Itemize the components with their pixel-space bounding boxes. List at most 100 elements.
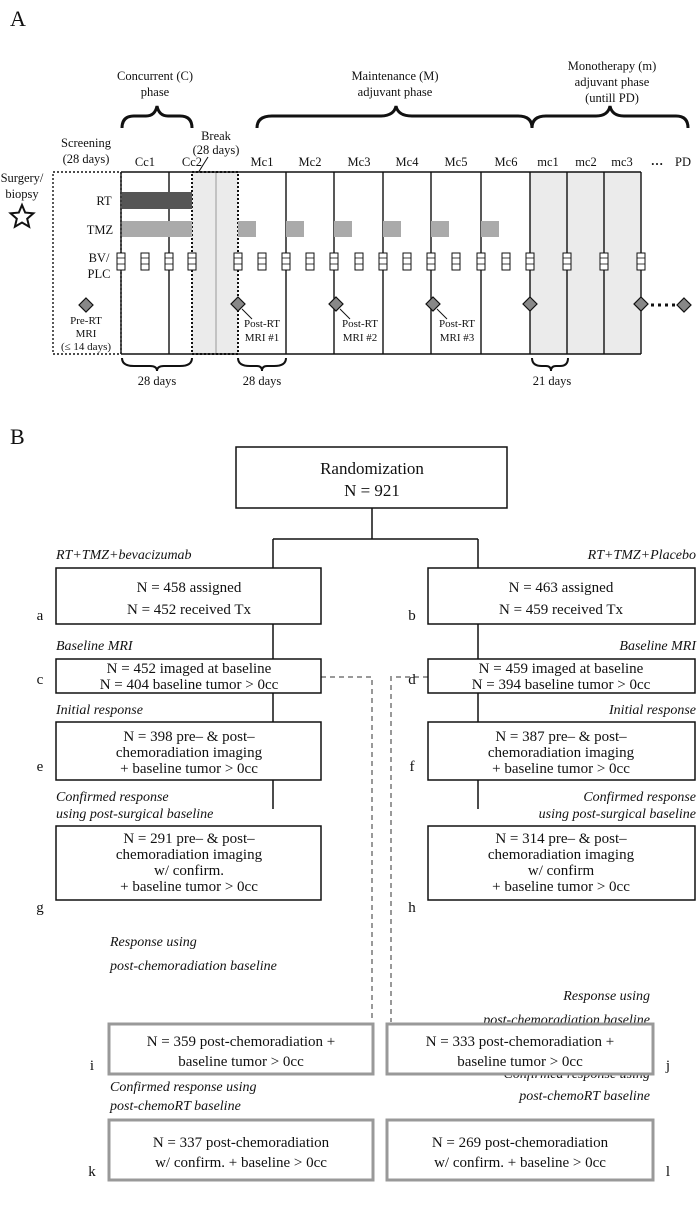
brace-concurrent (120, 105, 194, 129)
screening-line2: (28 days) (63, 152, 110, 166)
mri-mc1-diamond (522, 296, 538, 312)
box-h-line1: N = 314 pre– & post– (495, 831, 627, 847)
cycle-label-mc1: Mc1 (251, 155, 274, 169)
surgery-line1: Surgery/ (1, 171, 44, 185)
break-shade (192, 172, 238, 354)
box-e-line2: chemoradiation imaging (116, 745, 263, 761)
post-rt-mri-2-line1: Post-RT (342, 318, 378, 330)
cycle-label-cc2: Cc2 (182, 155, 202, 169)
arm-left-label: RT+TMZ+bevacizumab (55, 548, 192, 563)
tmz-bar-mc4 (383, 221, 401, 237)
box-l-letter: l (666, 1164, 670, 1180)
vial-icon (476, 252, 486, 271)
box-l-line2: w/ confirm. + baseline > 0cc (434, 1155, 606, 1171)
cycle-label-mc3: mc3 (611, 155, 633, 169)
box-c-line2: N = 404 baseline tumor > 0cc (100, 677, 279, 693)
box-b-line2: N = 459 received Tx (499, 602, 623, 618)
row-rt: RT (96, 194, 112, 208)
duration-brace-1 (121, 357, 193, 372)
vial-icon (426, 252, 436, 271)
tmz-bars (238, 221, 499, 237)
pd-label: PD (675, 155, 691, 169)
randomization-title: Randomization (320, 459, 424, 478)
box-a (55, 567, 322, 625)
duration-label-1: 28 days (138, 374, 177, 388)
phase-maintenance-line2: adjuvant phase (358, 85, 433, 99)
box-d-letter: d (408, 672, 416, 688)
vial-icon (451, 252, 461, 271)
box-d-line2: N = 394 baseline tumor > 0cc (472, 677, 651, 693)
tmz-bar-mc1 (238, 221, 256, 237)
post-rt-mri-1-line1: Post-RT (244, 318, 280, 330)
vial-icon (305, 252, 315, 271)
post-rt-mri-3-pointer (436, 308, 448, 320)
vial-icon (140, 252, 150, 271)
phase-maintenance-line1: Maintenance (M) (351, 69, 438, 83)
mri-pd-diamond (676, 297, 692, 313)
screening-box (52, 171, 122, 355)
box-e-line1: N = 398 pre– & post– (123, 729, 255, 745)
flow-connectors (272, 508, 479, 809)
vial-icon (378, 252, 388, 271)
tmz-bar-mc3 (334, 221, 352, 237)
mri-mc3-diamond (633, 296, 649, 312)
baseline-mri-left: Baseline MRI (56, 639, 134, 654)
box-b-letter: b (408, 608, 416, 624)
tmz-bar-concurrent (122, 221, 192, 237)
duration-brace-2 (237, 357, 287, 372)
box-k-line1: N = 337 post-chemoradiation (153, 1135, 330, 1151)
box-b-line1: N = 463 assigned (509, 580, 614, 596)
post-rt-mri-3-line1: Post-RT (439, 318, 475, 330)
phase-monotherapy-line2: adjuvant phase (575, 75, 650, 89)
surgery-line2: biopsy (5, 187, 39, 201)
confirmed-chemo-right-line2: post-chemoRT baseline (518, 1089, 650, 1104)
box-i-line2: baseline tumor > 0cc (178, 1054, 304, 1070)
cycle-label-mc6: Mc6 (495, 155, 518, 169)
box-f-line2: chemoradiation imaging (488, 745, 635, 761)
box-g-line4: + baseline tumor > 0cc (120, 879, 258, 895)
box-f-letter: f (410, 759, 415, 775)
duration-label-3: 21 days (533, 374, 572, 388)
post-rt-mri-2-line2: MRI #2 (343, 332, 378, 344)
box-i (107, 1022, 375, 1076)
post-rt-mri-3-diamond (425, 296, 441, 312)
box-k-letter: k (88, 1164, 96, 1180)
box-e-line3: + baseline tumor > 0cc (120, 761, 258, 777)
cycle-label-mc2: mc2 (575, 155, 597, 169)
panel-a-label: A (10, 6, 26, 31)
box-c-line1: N = 452 imaged at baseline (107, 661, 272, 677)
box-g-line1: N = 291 pre– & post– (123, 831, 255, 847)
box-g-letter: g (36, 900, 44, 916)
cycle-label-mc2: Mc2 (299, 155, 322, 169)
box-g-line3: w/ confirm. (154, 863, 224, 879)
box-f-line3: + baseline tumor > 0cc (492, 761, 630, 777)
row-tmz: TMZ (87, 223, 113, 237)
box-g-line2: chemoradiation imaging (116, 847, 263, 863)
vial-icon (599, 252, 609, 271)
randomization-n: N = 921 (344, 481, 400, 500)
box-j (385, 1022, 655, 1076)
mc2-shade (567, 172, 604, 354)
vial-icon (164, 252, 174, 271)
row-bv-line1: BV/ (89, 251, 110, 265)
vial-icon (257, 252, 267, 271)
box-h (427, 825, 696, 901)
vial-icon (636, 252, 646, 271)
vial-icon (281, 252, 291, 271)
pre-rt-mri-line1: Pre-RT (70, 315, 102, 327)
box-f (427, 721, 696, 781)
box-j-letter: j (665, 1058, 670, 1074)
vial-icon (116, 252, 126, 271)
confirmed-response-right-line2: using post-surgical baseline (539, 807, 696, 822)
box-i-line1: N = 359 post-chemoradiation + (147, 1034, 336, 1050)
tmz-bar-mc2 (286, 221, 304, 237)
screening-line1: Screening (61, 136, 112, 150)
box-b (427, 567, 696, 625)
box-a-line1: N = 458 assigned (137, 580, 242, 596)
vial-icon (187, 252, 197, 271)
cycle-label-mc5: Mc5 (445, 155, 468, 169)
post-rt-mri-2-diamond (328, 296, 344, 312)
box-i-letter: i (90, 1058, 94, 1074)
